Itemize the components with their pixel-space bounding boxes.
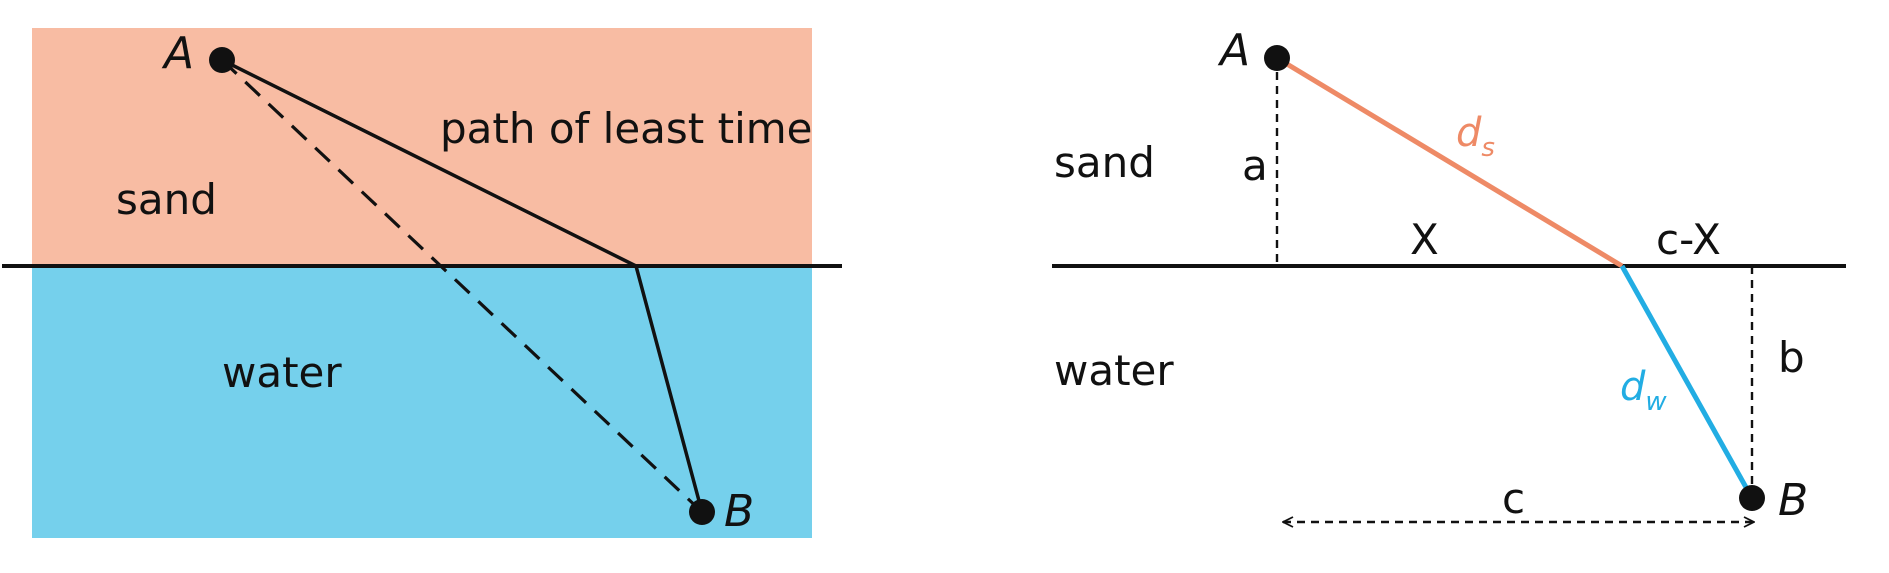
height-a-label: a — [1242, 141, 1268, 190]
least-time-path — [221, 58, 704, 513]
sand-label: sand — [116, 175, 217, 224]
right-panel: A B sand water a b X c-X c ds dw — [1052, 25, 1846, 526]
sand-distance-main: d — [1456, 110, 1482, 156]
sand-label: sand — [1054, 138, 1155, 187]
sand-distance-label: ds — [1456, 110, 1495, 163]
height-b-label: b — [1778, 333, 1805, 382]
point-b-marker — [689, 499, 715, 525]
sand-segment — [1275, 55, 1624, 269]
point-a-marker — [209, 47, 235, 73]
point-a-label: A — [161, 28, 194, 79]
left-panel: A B sand water path of least time — [2, 28, 842, 538]
water-label: water — [1054, 346, 1174, 395]
segment-c-minus-x-label: c-X — [1656, 215, 1721, 264]
water-distance-label: dw — [1620, 364, 1667, 417]
point-a-marker — [1264, 45, 1290, 71]
water-label: water — [222, 348, 342, 397]
sand-region — [32, 28, 812, 266]
water-segment — [1619, 264, 1755, 500]
sand-distance-sub: s — [1481, 133, 1495, 163]
water-distance-sub: w — [1645, 387, 1667, 417]
path-caption: path of least time — [440, 104, 813, 153]
water-distance-main: d — [1620, 364, 1646, 410]
segment-x-label: X — [1410, 215, 1439, 264]
point-a-label: A — [1217, 25, 1250, 76]
point-b-label: B — [1778, 475, 1808, 526]
total-c-label: c — [1502, 474, 1525, 523]
straight-path-dashed — [220, 58, 704, 514]
point-b-label: B — [724, 486, 754, 537]
point-b-marker — [1739, 485, 1765, 511]
water-region — [32, 266, 812, 538]
